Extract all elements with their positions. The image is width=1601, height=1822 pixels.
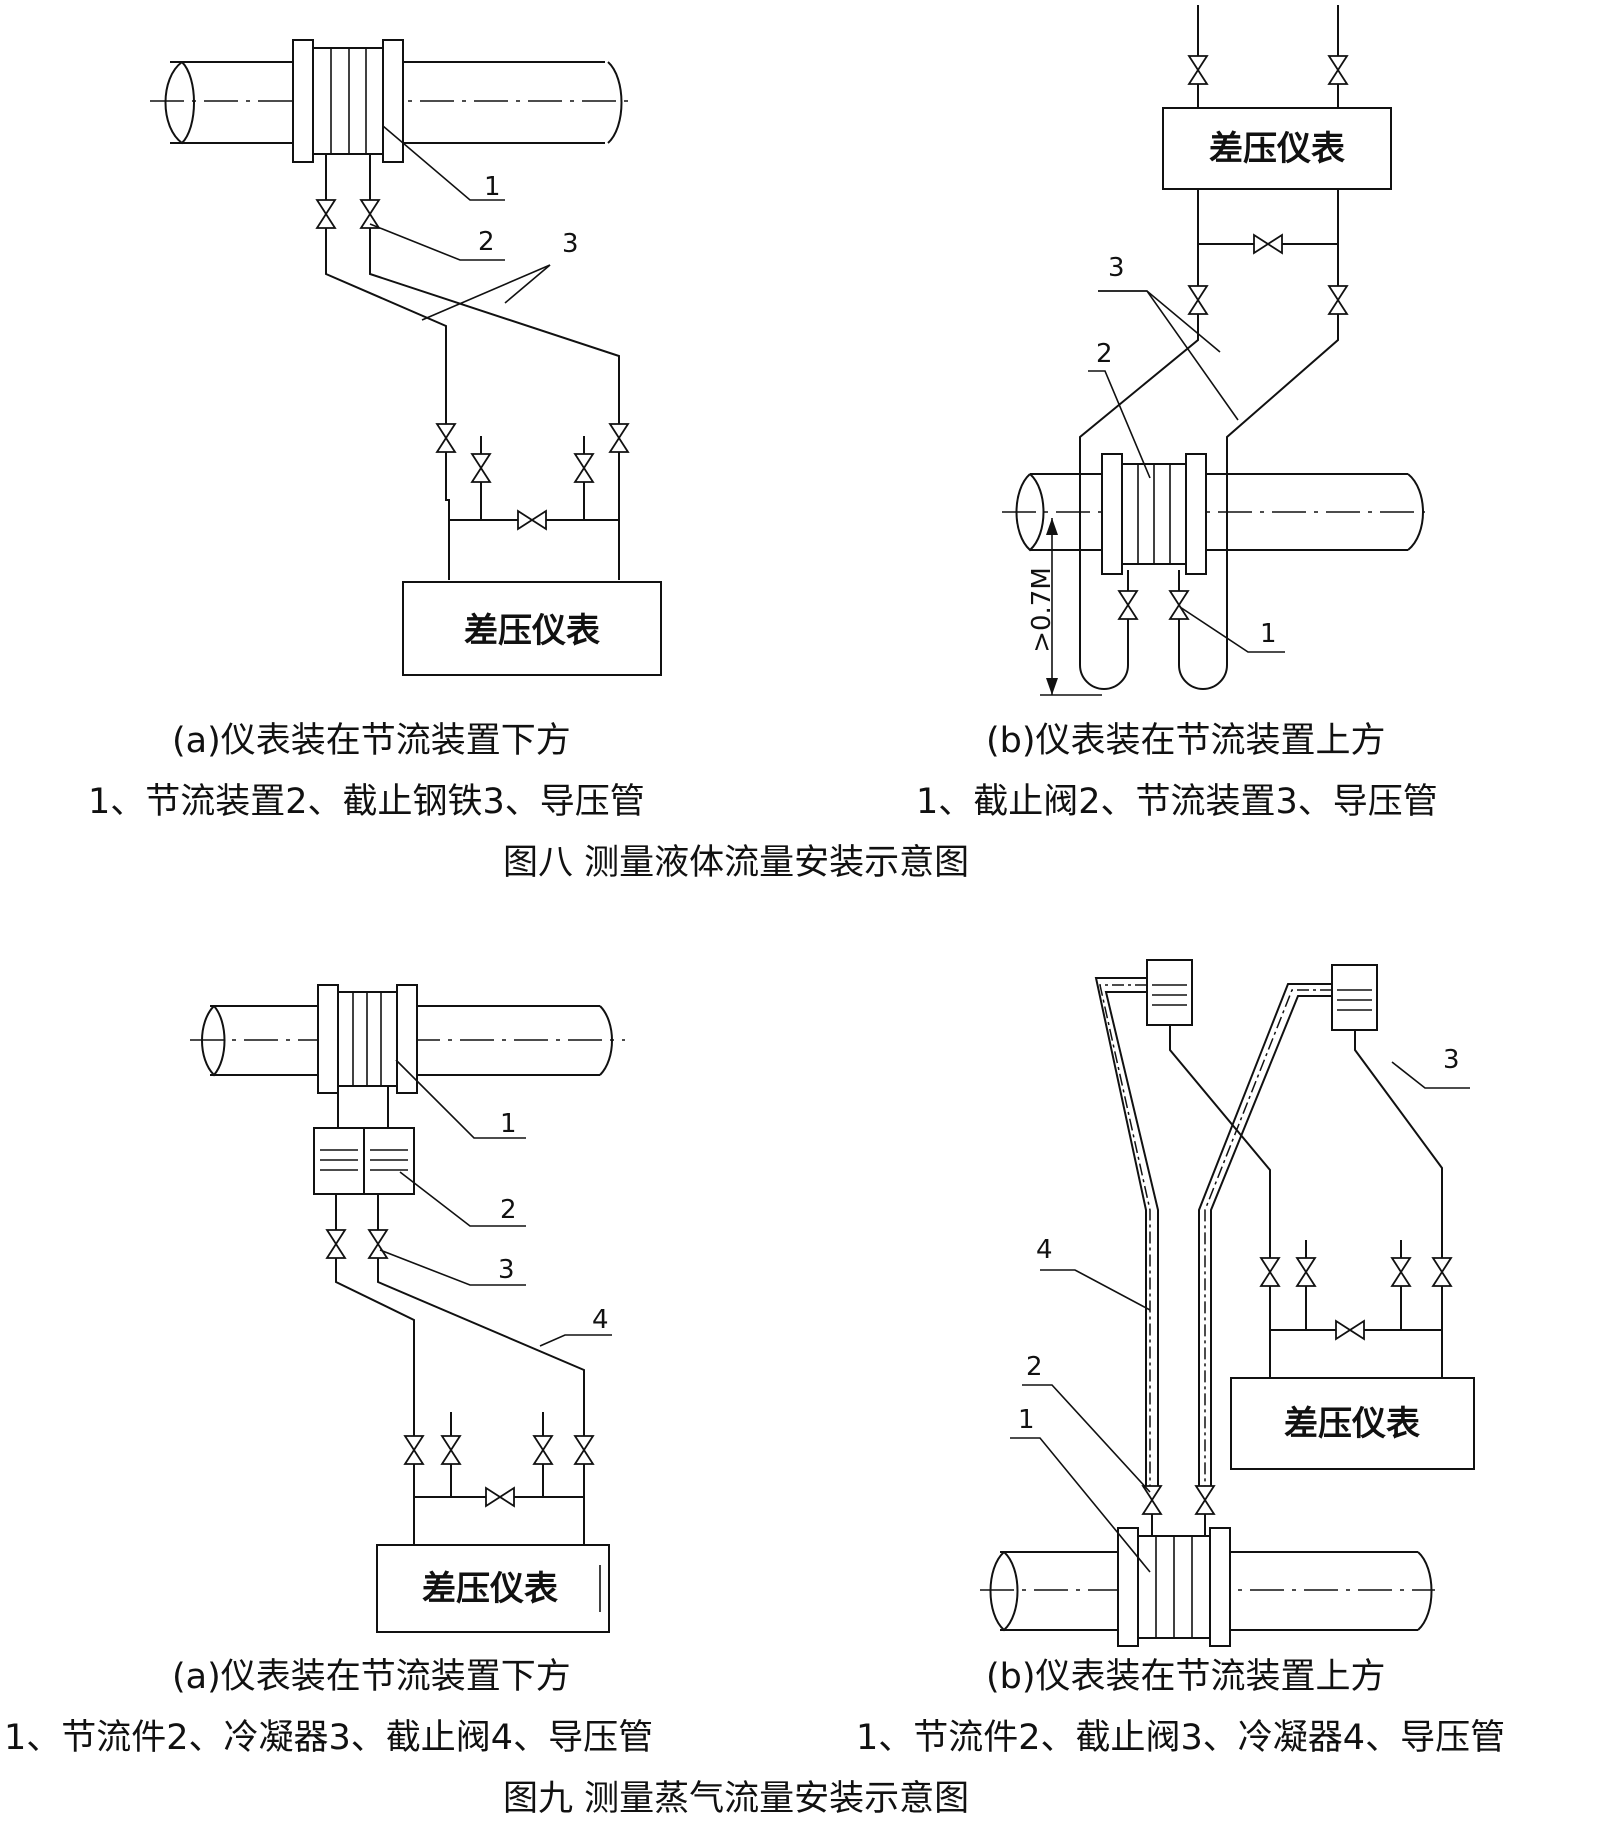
fig8b-pipe: [1002, 453, 1425, 575]
fig9a-impulse-lines: [335, 1194, 585, 1545]
fig9b-subtitle: (b)仪表装在节流装置上方: [986, 1657, 1386, 1697]
fig9b-number-3: 3: [1443, 1045, 1460, 1075]
fig8b-valve: [1188, 55, 1208, 85]
fig9a-number-2: 2: [500, 1195, 517, 1225]
fig8b-number-2: 2: [1096, 339, 1113, 369]
fig8b-diagram: 差压仪表 >0.7M: [1002, 5, 1425, 696]
fig8a-number-3: 3: [562, 229, 579, 259]
fig9b-insulated-lines: [1094, 977, 1332, 1488]
fig8a-leaders: [369, 125, 551, 321]
fig8b-valve-left: [1118, 590, 1138, 620]
fig9a-valve-right: [368, 1229, 388, 1259]
fig9-title: 图九 测量蒸气流量安装示意图: [503, 1779, 970, 1819]
fig8b-valve-right: [1169, 590, 1189, 620]
fig8a-number-1: 1: [484, 172, 501, 202]
fig9a-legend: 1、节流件2、冷凝器3、截止阀4、导压管: [4, 1718, 654, 1758]
fig8a-balance-valve: [517, 510, 547, 530]
fig8a-diagram: 差压仪表 1 2 3: [150, 39, 662, 676]
fig8a-valve: [609, 423, 629, 453]
fig9b-meter-label: 差压仪表: [1284, 1404, 1420, 1444]
fig8a-valve: [471, 453, 491, 483]
fig8b-legend: 1、截止阀2、节流装置3、导压管: [916, 782, 1438, 822]
fig8a-valve-left: [316, 199, 336, 229]
fig9a-number-3: 3: [498, 1255, 515, 1285]
fig9a-number-4: 4: [592, 1305, 609, 1335]
fig9b-condensers: [1146, 959, 1378, 1031]
fig9a-valve: [441, 1435, 461, 1465]
fig9a-meter-box: [376, 1544, 610, 1633]
fig9a-balance-valve: [485, 1487, 515, 1507]
fig9b-leaders: [1010, 1061, 1470, 1573]
fig8a-number-2: 2: [478, 227, 495, 257]
fig9a-valve: [404, 1435, 424, 1465]
fig9b-number-1: 1: [1018, 1405, 1035, 1435]
fig9a-leaders: [379, 1059, 612, 1347]
fig8b-top-lines: [1197, 5, 1339, 108]
fig8a-valve: [574, 453, 594, 483]
fig9b-meter-box: [1230, 1377, 1475, 1470]
fig9b-valve-right: [1195, 1485, 1215, 1515]
fig8a-legend: 1、节流装置2、截止钢铁3、导压管: [88, 782, 645, 822]
fig9a-diagram: 差压仪表 1 2 3 4: [190, 984, 625, 1633]
fig9b-valve: [1432, 1257, 1452, 1287]
fig8b-valve: [1188, 285, 1208, 315]
fig8a-valve-right: [360, 199, 380, 229]
fig8a-valve: [436, 423, 456, 453]
fig8b-subtitle: (b)仪表装在节流装置上方: [986, 721, 1386, 761]
fig8b-valve: [1328, 285, 1348, 315]
fig9b-number-2: 2: [1026, 1352, 1043, 1382]
fig9b-valve: [1391, 1257, 1411, 1287]
fig9b-pipe: [980, 1527, 1435, 1647]
fig9b-legend: 1、节流件2、截止阀3、冷凝器4、导压管: [856, 1718, 1506, 1758]
fig8-title: 图八 测量液体流量安装示意图: [503, 843, 970, 883]
fig9a-meter-label: 差压仪表: [422, 1569, 558, 1609]
fig8b-meter-box: [1162, 107, 1392, 190]
fig8b-dimension: [1040, 518, 1102, 696]
fig9a-valve: [574, 1435, 594, 1465]
fig8b-dimension-label: >0.7M: [1027, 567, 1057, 653]
fig9a-subtitle: (a)仪表装在节流装置下方: [172, 1657, 571, 1697]
fig8b-leaders: [1088, 290, 1285, 653]
fig8b-valve: [1328, 55, 1348, 85]
fig8b-number-3: 3: [1108, 253, 1125, 283]
fig9b-valve: [1296, 1257, 1316, 1287]
fig9a-condensers: [313, 1086, 415, 1195]
fig9b-diagram: 差压仪表 3 4 2 1: [980, 959, 1475, 1647]
fig9b-valve-left: [1142, 1485, 1162, 1515]
fig9a-valve: [533, 1435, 553, 1465]
fig8b-balance-valve: [1253, 234, 1283, 254]
fig8a-meter-label: 差压仪表: [464, 611, 600, 651]
fig8a-meter-box: [402, 581, 662, 676]
fig9b-valve: [1260, 1257, 1280, 1287]
fig8a-subtitle: (a)仪表装在节流装置下方: [172, 721, 571, 761]
fig9b-number-4: 4: [1036, 1235, 1053, 1265]
fig9a-pipe: [190, 984, 625, 1094]
fig8b-number-1: 1: [1260, 619, 1277, 649]
fig9a-number-1: 1: [500, 1109, 517, 1139]
fig8b-meter-label: 差压仪表: [1209, 129, 1345, 169]
fig9a-valve-left: [326, 1229, 346, 1259]
fig9b-balance-valve: [1335, 1320, 1365, 1340]
fig8a-pipe: [150, 39, 630, 163]
